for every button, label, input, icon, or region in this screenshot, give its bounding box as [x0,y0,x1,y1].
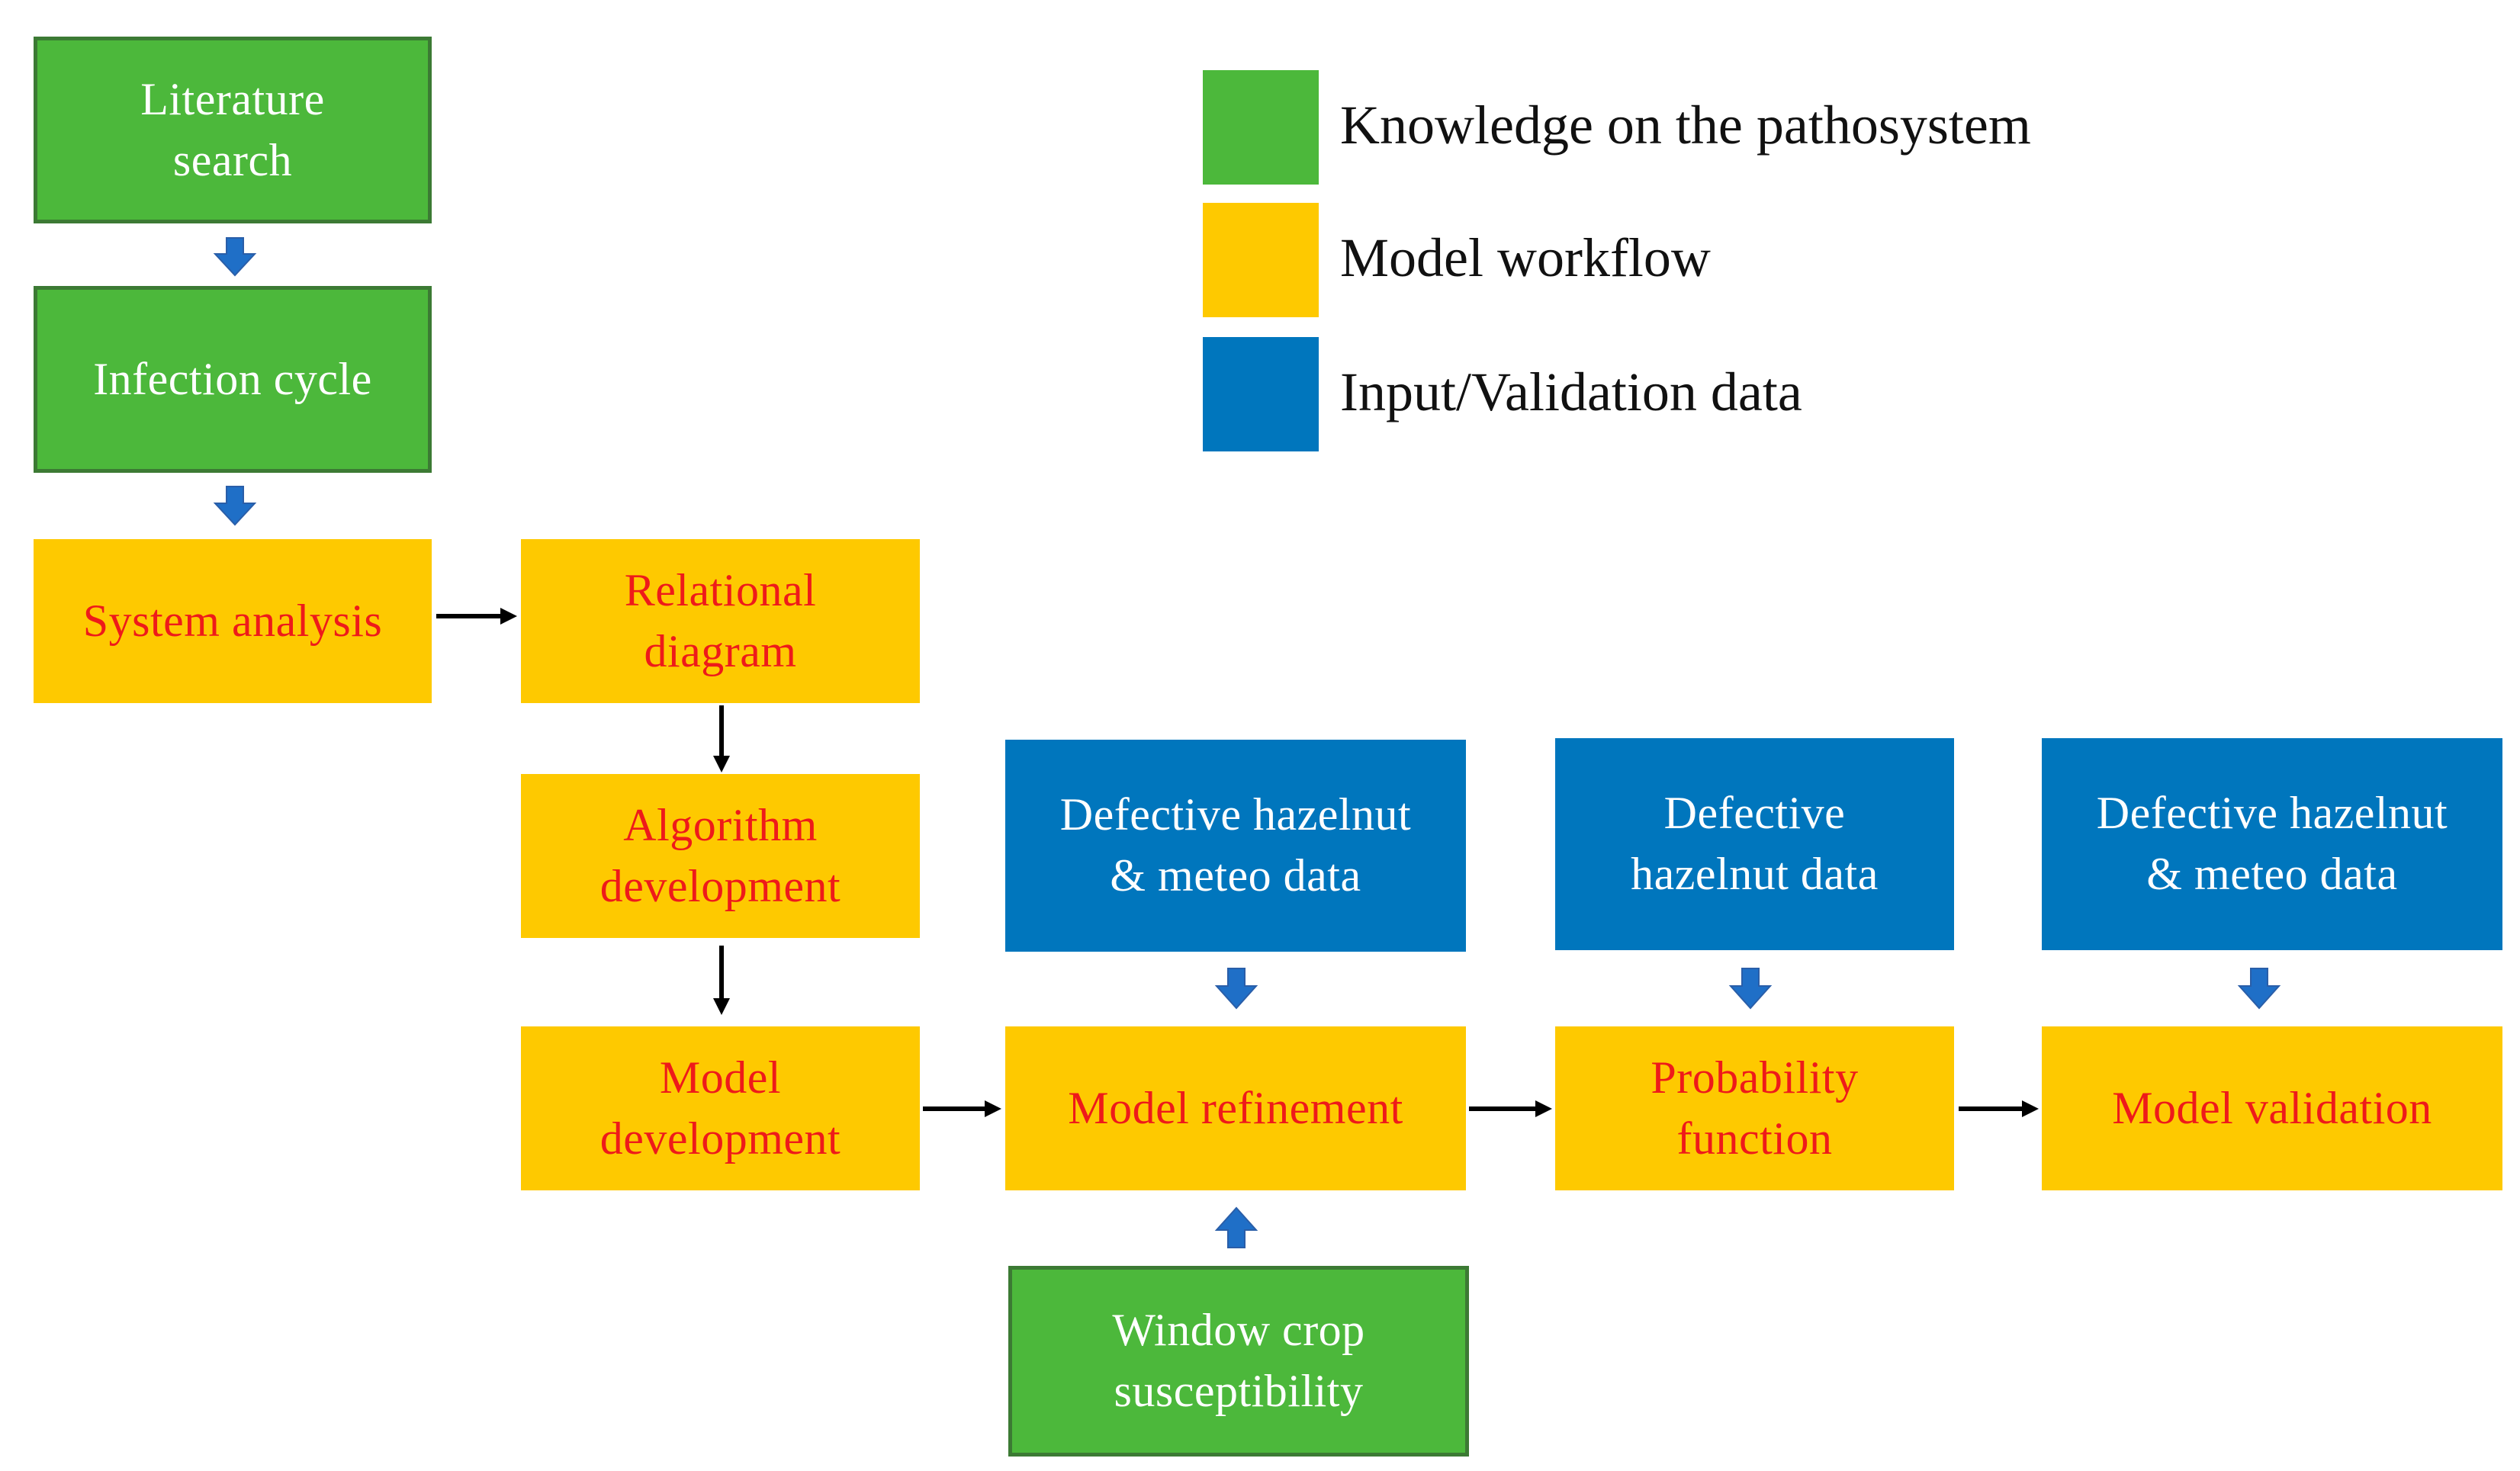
arrow-refinement-to-probability-head [1535,1100,1552,1117]
node-infection-cycle-label: Infection cycle [93,353,372,404]
node-literature-search-label: Literature search [140,73,325,185]
arrow-window-to-refinement [1214,1206,1258,1248]
legend-label-knowledge: Knowledge on the pathosystem [1340,95,2031,156]
node-system-analysis: System analysis [34,539,432,703]
legend-swatch-workflow [1203,203,1319,317]
node-data-probability: Defective hazelnut data [1555,738,1954,950]
node-model-development-label: Model development [599,1052,841,1164]
node-probability-function-label: Probability function [1651,1052,1859,1164]
node-relational-diagram: Relational diagram [521,539,920,703]
node-data-probability-label: Defective hazelnut data [1631,788,1879,899]
arrow-model-to-refinement-head [985,1100,1001,1117]
node-data-validation-label: Defective hazelnut & meteo data [2096,788,2448,899]
node-literature-search: Literature search [34,37,432,223]
arrow-probability-to-validation-head [2022,1100,2039,1117]
node-relational-diagram-label: Relational diagram [624,564,817,676]
arrow-literature-to-infection [213,237,257,277]
legend-label-data: Input/Validation data [1340,361,1802,422]
legend-swatch-knowledge [1203,70,1319,185]
arrow-infection-to-system [213,486,257,526]
node-algorithm-development: Algorithm development [521,774,920,938]
arrow-data-to-validation [2237,968,2281,1010]
arrow-algorithm-to-model-head [713,998,730,1015]
node-model-development: Model development [521,1026,920,1190]
node-model-refinement: Model refinement [1005,1026,1466,1190]
node-algorithm-development-label: Algorithm development [599,799,841,911]
node-data-refinement-label: Defective hazelnut & meteo data [1059,789,1412,901]
node-data-refinement: Defective hazelnut & meteo data [1005,740,1466,952]
node-infection-cycle: Infection cycle [34,286,432,473]
arrow-data-to-probability [1728,968,1773,1010]
node-model-validation: Model validation [2042,1026,2502,1190]
legend-swatch-data [1203,337,1319,451]
node-system-analysis-label: System analysis [82,595,383,646]
node-probability-function: Probability function [1555,1026,1954,1190]
arrow-data-to-refinement [1214,968,1258,1010]
node-model-validation-label: Model validation [2112,1082,2432,1133]
node-model-refinement-label: Model refinement [1068,1082,1403,1133]
node-data-validation: Defective hazelnut & meteo data [2042,738,2502,950]
legend-label-workflow: Model workflow [1340,227,1711,288]
node-window-crop-label: Window crop susceptibility [1112,1305,1365,1416]
node-window-crop: Window crop susceptibility [1008,1266,1469,1457]
arrow-relational-to-algorithm-head [713,756,730,772]
arrow-system-to-relational-head [500,608,517,625]
